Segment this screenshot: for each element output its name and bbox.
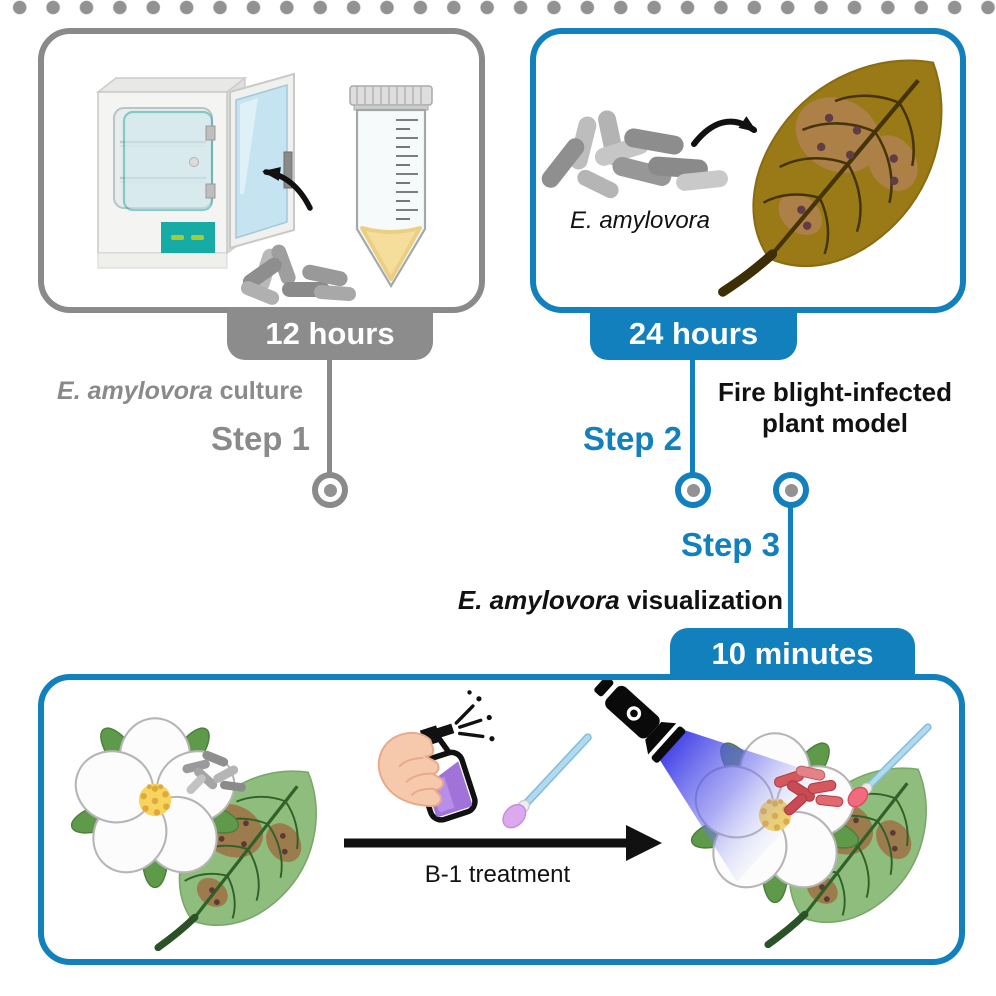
bacteria-species-label: E. amylovora <box>569 207 711 234</box>
bacteria-cluster-icon <box>240 244 356 305</box>
step1-duration-text: 12 hours <box>265 315 395 351</box>
hand-icon <box>377 731 444 807</box>
step2-label: Step 2 <box>582 420 682 457</box>
cotton-swab-icon <box>502 733 592 829</box>
timeline <box>0 0 996 15</box>
timeline-marker-step3 <box>773 472 809 508</box>
hand-spray-bottle-icon <box>377 690 495 823</box>
step1-title-rest: culture <box>212 377 303 405</box>
swab-on-leaf-icon <box>847 723 932 808</box>
step3-title-species: E. amylovora <box>457 585 620 615</box>
step3-illustration <box>65 680 959 959</box>
step1-title: E. amylovora culture <box>40 377 320 406</box>
step1-title-species: E. amylovora <box>57 377 213 405</box>
step3-duration-text: 10 minutes <box>711 636 874 671</box>
step2-duration-badge: 24 hours <box>590 307 797 360</box>
curved-arrow-icon <box>691 116 758 147</box>
step3-duration-badge: 10 minutes <box>670 628 915 680</box>
step3-title-rest: visualization <box>619 585 783 615</box>
curved-arrow-icon <box>262 167 313 211</box>
timeline-marker-step2 <box>675 472 711 508</box>
tube-graduations <box>396 119 418 220</box>
step1-connector <box>327 360 332 474</box>
uv-beam <box>656 730 831 882</box>
step1-label: Step 1 <box>210 420 310 457</box>
step3-title: E. amylovora visualization <box>420 585 783 616</box>
incubator-icon <box>95 72 295 269</box>
infected-leaf-icon <box>718 59 943 297</box>
step2-title-line2: plant model <box>762 408 908 438</box>
step1-illustration <box>95 72 433 305</box>
step2-connector <box>690 360 695 474</box>
step3-connector <box>788 506 793 629</box>
gray-bacteria-on-flower-icon <box>182 750 246 795</box>
red-bacteria-icon <box>773 765 844 816</box>
conical-tube-icon <box>349 85 433 289</box>
treatment-label: B-1 treatment <box>424 861 571 888</box>
timeline-marker-step1 <box>312 472 348 508</box>
step3-label: Step 3 <box>680 526 780 563</box>
step3-panel <box>38 674 965 965</box>
step2-title-line1: Fire blight-infected <box>718 377 952 407</box>
step2-duration-text: 24 hours <box>628 315 759 351</box>
step1-duration-badge: 12 hours <box>227 307 433 360</box>
step2-illustration <box>541 59 943 297</box>
bacteria-cluster-icon <box>541 110 728 199</box>
step2-title: Fire blight-infected plant model <box>705 377 965 439</box>
step1-panel <box>38 28 485 313</box>
lesion-dots <box>797 113 899 230</box>
step2-panel <box>530 28 966 313</box>
uv-flashlight-icon <box>594 680 686 763</box>
right-arrow-icon <box>344 825 662 861</box>
